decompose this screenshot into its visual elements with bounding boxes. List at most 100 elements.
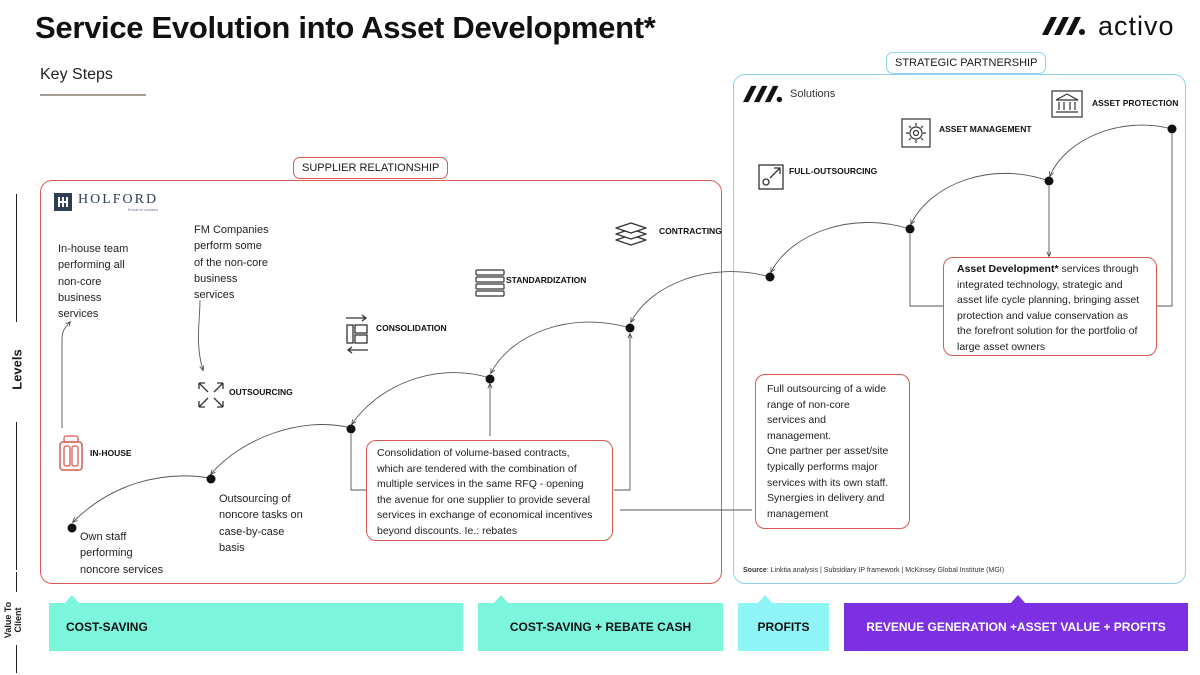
subtitle-underline	[40, 94, 146, 96]
activo-solutions-mark-icon	[743, 85, 783, 103]
fm-companies-line: business	[194, 272, 238, 285]
levels-axis-line-bottom	[16, 422, 18, 570]
contracting-label: CONTRACTING	[659, 226, 722, 236]
outsourcing-tasks-line: Outsourcing of	[219, 493, 291, 505]
in-house-team-text: In-house team performing all non-core bu…	[58, 241, 128, 322]
full-outsourcing-line: Synergies in delivery and	[767, 492, 885, 505]
asset-dev-rest: services through	[1058, 263, 1139, 275]
consolidation-description-box: Consolidation of volume-based contracts,…	[366, 440, 613, 541]
dot-own-staff	[67, 523, 77, 533]
full-outsourcing-line: Full outsourcing of a wide	[767, 383, 887, 395]
arrow-inhouse-to-team	[61, 322, 70, 428]
activo-logo-text: activo	[1098, 10, 1175, 41]
full-outsourcing-line: services and	[767, 414, 826, 427]
outsourcing-tasks-text: Outsourcing of noncore tasks on case-by-…	[219, 491, 303, 556]
value-bar-profits: PROFITS	[738, 603, 829, 651]
arrow-consolidation-to-outsourcing	[211, 424, 352, 474]
holford-mark-icon	[54, 193, 72, 211]
dot-full-outsourcing	[765, 272, 775, 282]
value-bar-label: COST-SAVING	[66, 620, 148, 634]
full-outsourcing-line: range of non-core	[767, 398, 850, 411]
value-bar-revenue-generation: REVENUE GENERATION +ASSET VALUE + PROFIT…	[844, 603, 1188, 651]
asset-dev-first-line: Asset Development* services through	[957, 262, 1143, 278]
connector-contracting-box	[614, 334, 630, 491]
value-bar-cost-saving: COST-SAVING	[49, 603, 463, 651]
full-outsourcing-label: FULL-OUTSOURCING	[789, 166, 878, 176]
standardization-label: STANDARDIZATION	[506, 275, 587, 285]
supplier-relationship-label: SUPPLIER RELATIONSHIP	[293, 157, 449, 179]
asset-dev-line: integrated technology, strategic and	[957, 278, 1123, 291]
in-house-team-line: business	[58, 291, 102, 304]
activo-logo: activo	[1040, 10, 1175, 42]
in-house-team-line: services	[58, 308, 99, 321]
fm-companies-text: FM Companies perform some of the non-cor…	[194, 222, 269, 303]
own-staff-line: Own staff	[80, 531, 127, 543]
value-bar-label: PROFITS	[757, 620, 810, 634]
full-outsourcing-icon	[758, 164, 784, 190]
arrow-outsourcing-to-own-staff	[73, 475, 211, 522]
asset-protection-label: ASSET PROTECTION	[1092, 98, 1179, 108]
full-outsourcing-description-box: Full outsourcing of a wide range of non-…	[755, 374, 910, 529]
in-house-team-line: non-core	[58, 275, 102, 288]
dot-outsourcing	[206, 474, 216, 484]
page-title: Service Evolution into Asset Development…	[35, 10, 656, 45]
strategic-partnership-label: STRATEGIC PARTNERSHIP	[886, 52, 1047, 74]
in-house-icon	[59, 435, 83, 471]
dot-asset-management	[905, 224, 915, 234]
arrow-top-to-protection	[1050, 124, 1173, 176]
arrow-contracting-to-standardization	[491, 321, 631, 373]
value-axis-line-bottom	[16, 645, 18, 673]
fm-companies-line: perform some	[194, 240, 262, 253]
bar-pointer-1	[64, 595, 80, 604]
full-outsourcing-line: management.	[767, 429, 832, 442]
consolidation-line: Consolidation of volume-based contracts,	[377, 447, 570, 459]
outsourcing-label: OUTSOURCING	[229, 387, 293, 397]
fm-companies-line: services	[194, 289, 235, 302]
source-label: Source	[743, 567, 767, 574]
solutions-label: Solutions	[790, 88, 836, 100]
consolidation-line: services in exchange of economical incen…	[377, 509, 593, 521]
own-staff-text: Own staff performing noncore services	[80, 529, 163, 578]
arrow-fm-to-outsourcing	[198, 299, 203, 370]
holford-tagline: Simple fm solutions	[127, 208, 159, 212]
value-bar-rebate-cash: COST-SAVING + REBATE CASH	[478, 603, 723, 651]
asset-dev-line: protection and value conservation as	[957, 309, 1129, 322]
dot-top	[1167, 124, 1177, 134]
asset-dev-line: asset life cycle planning, bringing asse…	[957, 294, 1140, 306]
consolidation-line: beyond discounts. Ie.: rebates	[377, 524, 518, 537]
dot-asset-protection	[1044, 176, 1054, 186]
source-note: Source: Linktia analysis | Subsidiary IP…	[743, 567, 1004, 574]
asset-dev-line: large asset owners	[957, 340, 1046, 353]
fm-companies-line: FM Companies	[194, 224, 269, 236]
value-bar-label: COST-SAVING + REBATE CASH	[509, 620, 692, 634]
source-text: : Linktia analysis | Subsidiary IP frame…	[766, 567, 1005, 574]
levels-axis-line-top	[16, 194, 18, 322]
asset-dev-bold: Asset Development*	[957, 263, 1059, 275]
full-outsourcing-line: services with its own staff.	[767, 476, 889, 489]
in-house-team-line: performing all	[58, 259, 125, 272]
dot-standardization	[485, 374, 495, 384]
outsourcing-tasks-line: case-by-case	[219, 525, 285, 538]
consolidation-line: multiple services in the same RFQ - open…	[377, 478, 584, 490]
holford-logo: HOLFORD Simple fm solutions	[54, 192, 158, 212]
contracting-layers-icon	[615, 222, 647, 246]
bar-pointer-4	[1010, 595, 1026, 604]
in-house-team-line: In-house team	[58, 243, 129, 255]
dot-contracting	[625, 323, 635, 333]
full-outsourcing-line: One partner per asset/site	[767, 445, 889, 458]
connector-management-asset-dev	[909, 234, 943, 307]
consolidation-label: CONSOLIDATION	[376, 323, 447, 333]
page-subtitle: Key Steps	[40, 66, 113, 83]
activo-solutions-logo: Solutions	[740, 84, 835, 104]
own-staff-line: performing	[80, 547, 133, 560]
fm-companies-line: of the non-core	[194, 256, 268, 269]
asset-protection-bank-icon	[1051, 90, 1083, 118]
outsourcing-tasks-line: noncore tasks on	[219, 509, 303, 522]
holford-logo-text: HOLFORD	[78, 192, 159, 207]
bar-pointer-3	[757, 595, 773, 604]
connector-top-asset-dev	[1157, 134, 1173, 307]
own-staff-line: noncore services	[80, 563, 164, 576]
outsourcing-icon	[198, 382, 224, 408]
asset-development-description-box: Asset Development* services through inte…	[943, 257, 1157, 356]
